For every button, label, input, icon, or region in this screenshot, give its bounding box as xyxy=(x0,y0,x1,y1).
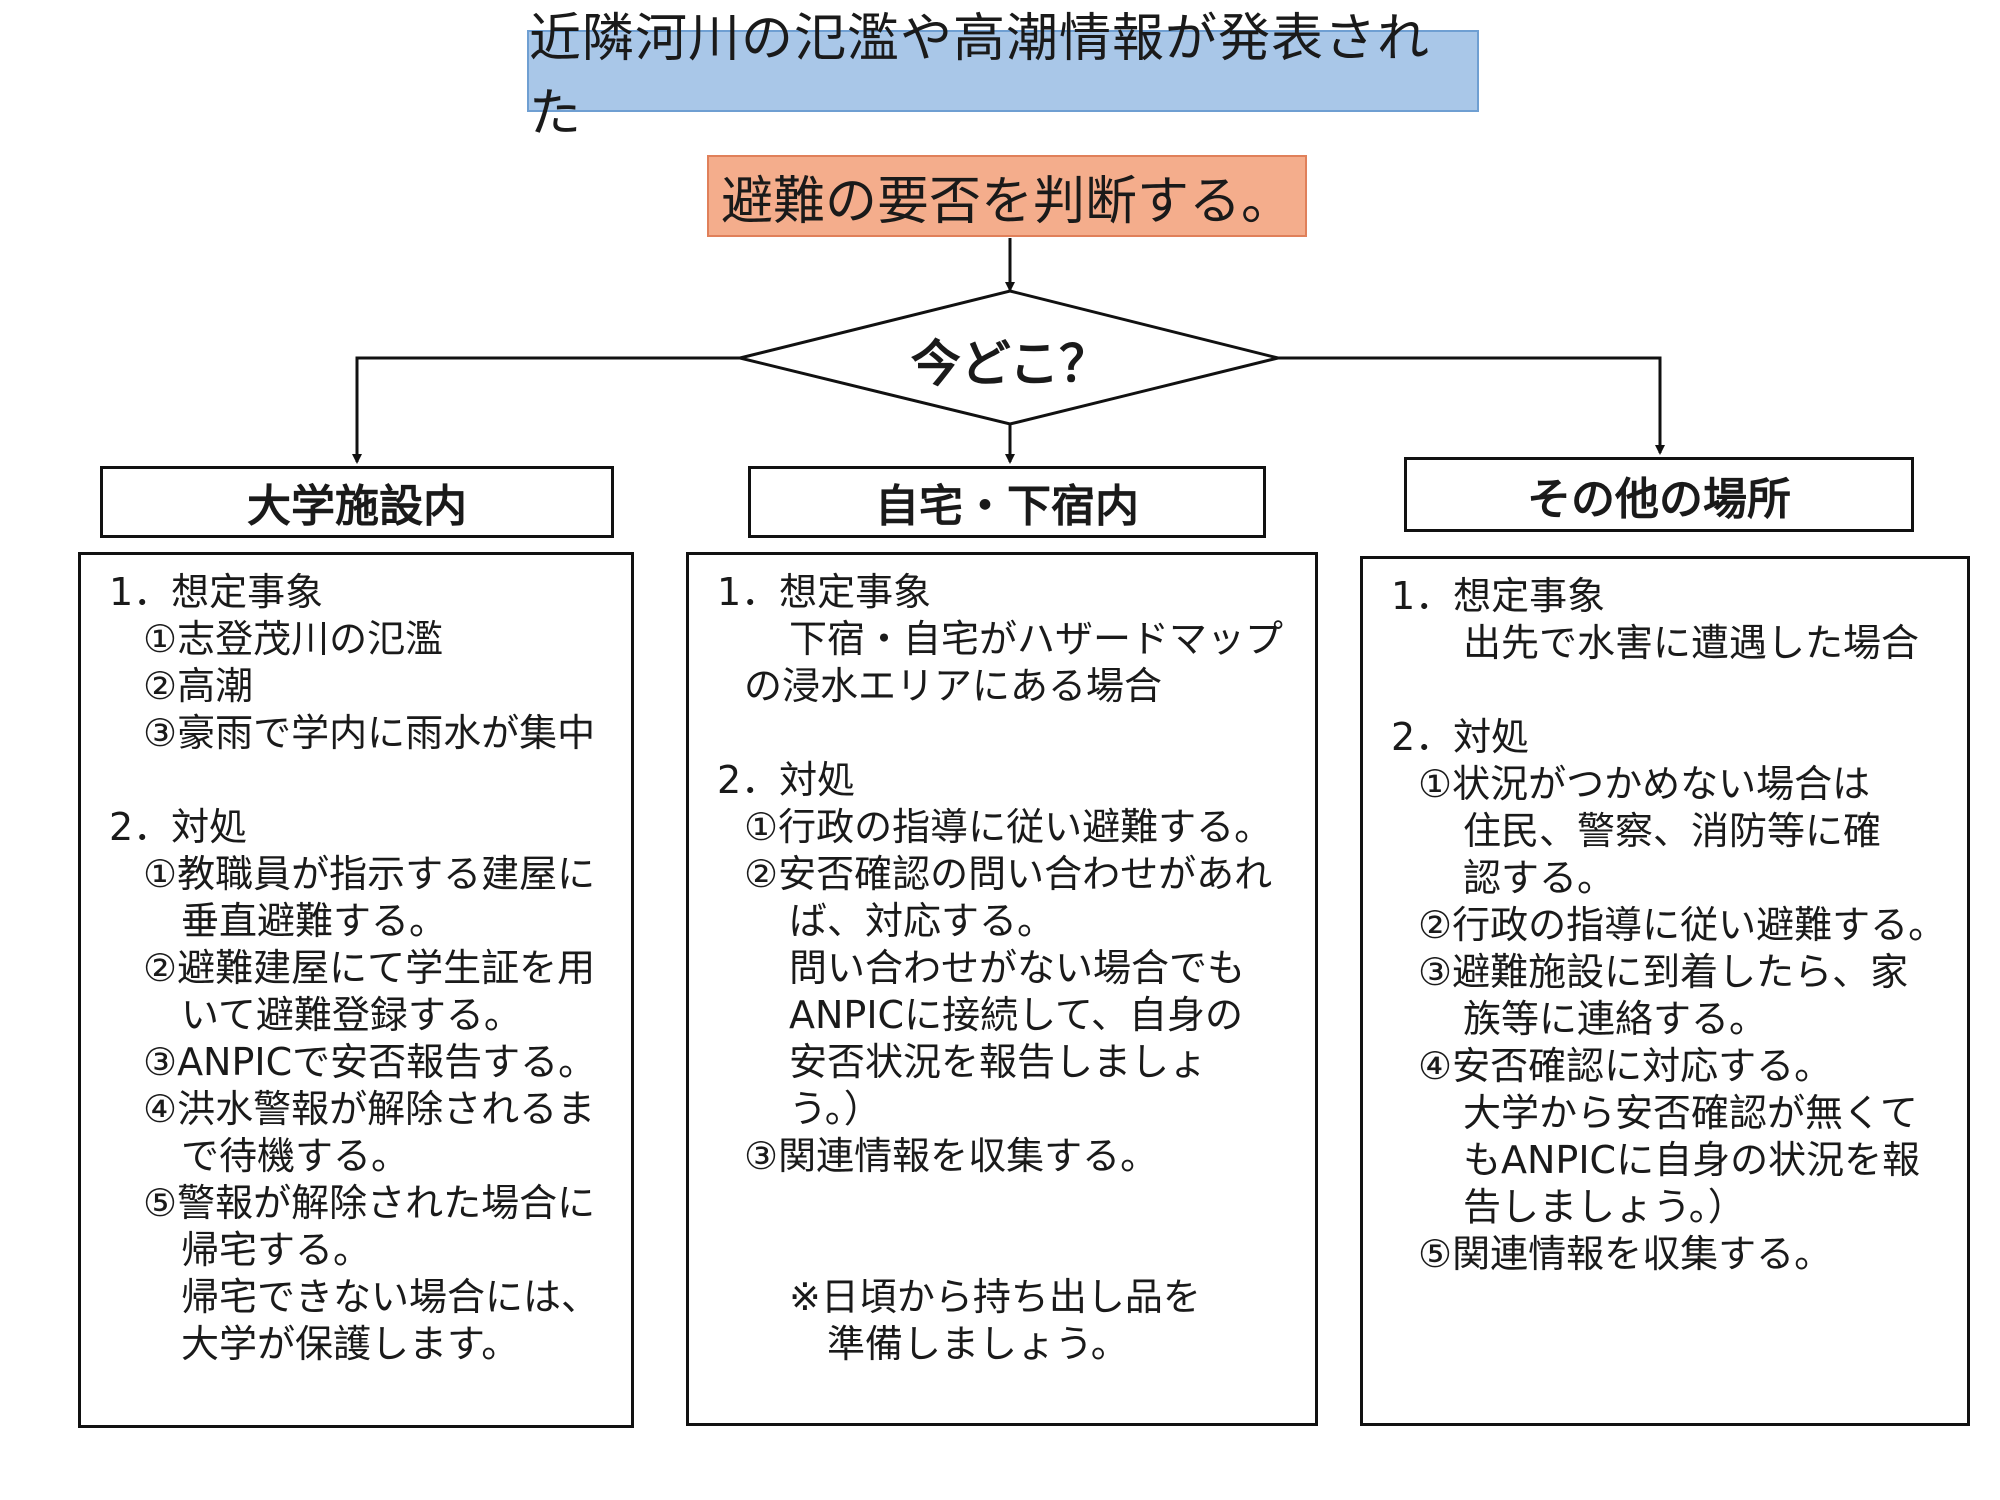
home-line xyxy=(689,1227,1315,1274)
other-line: もANPICに自身の状況を報 xyxy=(1463,1138,1921,1182)
home-line: ①行政の指導に従い避難する。 xyxy=(744,805,1273,849)
other-line: ⑤関連情報を収集する。 xyxy=(1418,1232,1833,1276)
header-home: 自宅・下宿内 xyxy=(748,466,1266,538)
campus-line: 帰宅する。 xyxy=(181,1228,372,1272)
home-line: う。） xyxy=(789,1087,882,1131)
campus-line: 垂直避難する。 xyxy=(181,899,448,943)
home-line: 1．想定事象 xyxy=(717,570,932,614)
other-line: 告しましょう。） xyxy=(1463,1185,1746,1229)
campus-line: ⑤警報が解除された場合に xyxy=(143,1181,596,1225)
home-line: ※日頃から持ち出し品を xyxy=(789,1275,1201,1319)
header-other: その他の場所 xyxy=(1404,457,1914,532)
banner-box: 近隣河川の氾濫や高潮情報が発表された xyxy=(527,9,1479,144)
other-line: 1．想定事象 xyxy=(1391,574,1606,618)
campus-line xyxy=(81,757,631,804)
home-line: 準備しましょう。 xyxy=(827,1322,1129,1366)
other-line: 認する。 xyxy=(1463,856,1616,900)
campus-line: ①志登茂川の氾濫 xyxy=(143,617,444,661)
other-line: ①状況がつかめない場合は xyxy=(1418,762,1871,806)
campus-line: 帰宅できない場合には、 xyxy=(181,1275,600,1319)
other-line: 族等に連絡する。 xyxy=(1463,997,1768,1041)
home-line xyxy=(689,710,1315,757)
other-line: ③避難施設に到着したら、家 xyxy=(1418,950,1909,994)
campus-line: いて避難登録する。 xyxy=(181,993,522,1037)
campus-line: ①教職員が指示する建屋に xyxy=(143,852,596,896)
home-line: 安否状況を報告しましょ xyxy=(789,1040,1208,1084)
campus-line: で待機する。 xyxy=(181,1134,410,1178)
campus-line: ②高潮 xyxy=(143,664,254,708)
decision-label: 今どこ？ xyxy=(910,335,1110,393)
other-line xyxy=(1363,667,1967,714)
other-line: ②行政の指導に従い避難する。 xyxy=(1418,903,1947,947)
judge-box: 避難の要否を判断する。 xyxy=(707,155,1307,237)
campus-line: ④洪水警報が解除されるま xyxy=(143,1087,596,1131)
home-line: 下宿・自宅がハザードマップ xyxy=(789,617,1284,661)
other-line: 大学から安否確認が無くて xyxy=(1463,1091,1918,1135)
home-line: ③関連情報を収集する。 xyxy=(744,1134,1159,1178)
home-line: 2．対処 xyxy=(717,758,856,802)
home-line: ANPICに接続して、自身の xyxy=(789,993,1244,1037)
home-line xyxy=(689,1180,1315,1227)
header-campus: 大学施設内 xyxy=(100,466,614,538)
campus-line: ②避難建屋にて学生証を用 xyxy=(143,946,596,990)
campus-line: 大学が保護します。 xyxy=(181,1322,520,1366)
campus-line: 2．対処 xyxy=(109,805,248,849)
campus-line: ③豪雨で学内に雨水が集中 xyxy=(143,711,596,755)
arrow-to-campus xyxy=(352,356,740,464)
other-line: 住民、警察、消防等に確 xyxy=(1463,809,1882,853)
campus-line: 1．想定事象 xyxy=(109,570,324,614)
other-line: ④安否確認に対応する。 xyxy=(1418,1044,1833,1088)
home-line: ②安否確認の問い合わせがあれ xyxy=(744,852,1273,896)
arrow-to-other xyxy=(1278,356,1665,455)
other-line: 出先で水害に遭遇した場合 xyxy=(1463,621,1920,665)
other-line: 2．対処 xyxy=(1391,715,1530,759)
campus-line: ③ANPICで安否報告する。 xyxy=(143,1040,597,1084)
home-line: ば、対応する。 xyxy=(789,899,1056,943)
home-line: の浸水エリアにある場合 xyxy=(744,664,1163,708)
home-line: 問い合わせがない場合でも xyxy=(789,946,1246,990)
